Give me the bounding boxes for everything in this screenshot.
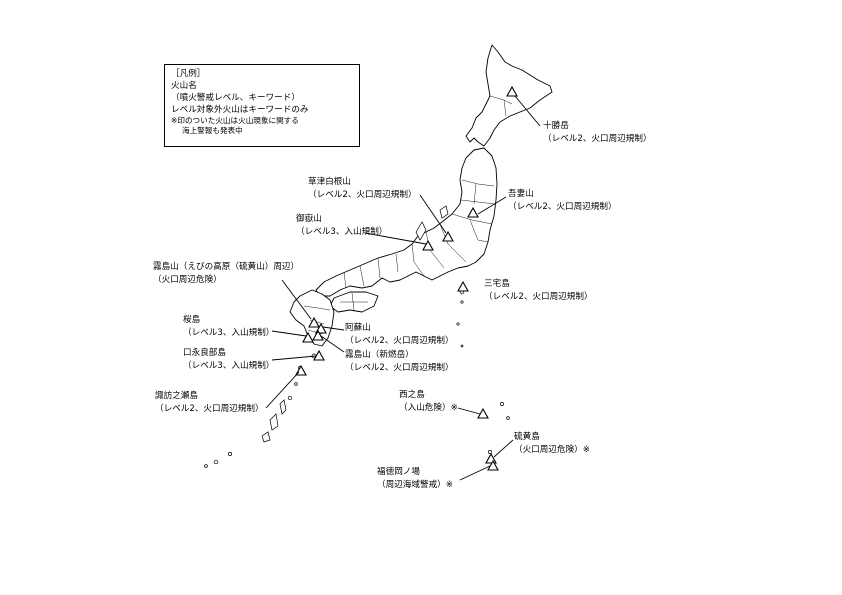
volcano-status: （火口周辺危険） xyxy=(153,274,222,285)
volcano-status: （レベル3、入山規制） xyxy=(296,226,388,237)
volcano-asosan-marker xyxy=(315,322,327,334)
volcano-name: 草津白根山 xyxy=(308,177,351,187)
volcano-label-sakurajima: 桜島 （レベル3、入山規制） xyxy=(183,314,274,339)
volcano-name: 口永良部島 xyxy=(183,348,226,358)
volcano-label-miyakejima: 三宅島 （レベル2、火口周辺規制） xyxy=(484,278,593,303)
volcano-status: （レベル3、入山規制） xyxy=(183,327,275,338)
volcano-kirishima-shinmoe-marker xyxy=(312,329,324,341)
volcano-name: 福徳岡ノ場 xyxy=(377,467,420,477)
volcano-kirishima-ebino-marker xyxy=(308,316,320,328)
legend-line-keyword: レベル対象外火山はキーワードのみ xyxy=(171,105,309,115)
volcano-status: （火口周辺危険）※ xyxy=(514,444,590,455)
legend-line-name: 火山名 xyxy=(171,81,197,91)
volcano-name: 霧島山（えびの高原（硫黄山）周辺） xyxy=(153,262,300,272)
volcano-status: （レベル2、火口周辺規制） xyxy=(345,335,454,346)
volcano-sakurajima-marker xyxy=(302,331,314,343)
volcano-status: （レベル2、火口周辺規制） xyxy=(155,403,264,414)
legend-line-level: （噴火警戒レベル、キーワード） xyxy=(171,93,300,103)
volcano-ontake-marker xyxy=(422,239,434,251)
volcano-name: 桜島 xyxy=(183,315,201,325)
volcano-label-ontake: 御嶽山 （レベル3、入山規制） xyxy=(296,213,387,238)
volcano-miyakejima-marker xyxy=(457,280,469,292)
legend-note: ※印のついた火山は火山現象に関する xyxy=(171,116,299,125)
volcano-name: 阿蘇山 xyxy=(345,323,371,333)
legend-title: ［凡例］ xyxy=(171,69,206,79)
volcano-name: 十勝岳 xyxy=(543,121,569,131)
volcano-status: （レベル2、火口周辺規制） xyxy=(508,201,617,212)
volcano-label-kuchinoerabu: 口永良部島 （レベル3、入山規制） xyxy=(183,347,274,372)
honshu-island xyxy=(315,147,498,297)
kyushu-island xyxy=(289,289,335,347)
volcano-kuchinoerabu-marker xyxy=(313,349,325,361)
volcano-azumayama-marker xyxy=(467,206,479,218)
izu-ogasawara-islands xyxy=(456,289,510,454)
volcano-iwoto-marker xyxy=(485,452,497,464)
volcano-status: （入山危険）※ xyxy=(399,402,458,413)
volcano-status: （レベル3、入山規制） xyxy=(183,360,275,371)
volcano-name: 三宅島 xyxy=(484,279,510,289)
leader-lines xyxy=(265,95,541,481)
volcano-label-kirishima-ebino: 霧島山（えびの高原（硫黄山）周辺） （火口周辺危険） xyxy=(153,261,299,286)
volcano-status: （レベル2、火口周辺規制） xyxy=(345,362,454,373)
volcano-label-asosan: 阿蘇山 （レベル2、火口周辺規制） xyxy=(345,322,454,347)
volcano-name: 硫黄島 xyxy=(514,432,540,442)
volcano-label-nishinoshima: 西之島 （入山危険）※ xyxy=(399,389,458,414)
volcano-fukutoku-marker xyxy=(487,459,499,471)
legend-box: ［凡例］ 火山名 （噴火警戒レベル、キーワード） レベル対象外火山はキーワードの… xyxy=(164,64,360,147)
volcano-name: 諏訪之瀬島 xyxy=(155,391,198,401)
volcano-status: （レベル2、火口周辺規制） xyxy=(308,189,417,200)
volcano-status: （周辺海域警戒）※ xyxy=(377,479,453,490)
volcano-label-iwoto: 硫黄島 （火口周辺危険）※ xyxy=(514,431,590,456)
volcano-label-kirishima-shinmoe: 霧島山（新燃岳） （レベル2、火口周辺規制） xyxy=(345,349,454,374)
legend-note-cont: 海上警報も発表中 xyxy=(182,126,243,135)
volcano-label-tokachidake: 十勝岳 （レベル2、火口周辺規制） xyxy=(543,120,652,145)
volcano-kusatsu-shirane-marker xyxy=(442,230,454,242)
volcano-tokachidake-marker xyxy=(506,85,518,97)
volcano-label-fukutoku: 福徳岡ノ場 （周辺海域警戒）※ xyxy=(377,466,453,491)
volcano-status: （レベル2、火口周辺規制） xyxy=(543,133,652,144)
volcano-name: 西之島 xyxy=(399,390,425,400)
volcano-label-azumayama: 吾妻山 （レベル2、火口周辺規制） xyxy=(508,188,617,213)
volcano-label-suwanosejima: 諏訪之瀬島 （レベル2、火口周辺規制） xyxy=(155,390,264,415)
volcano-name: 吾妻山 xyxy=(508,189,534,199)
volcano-status: （レベル2、火口周辺規制） xyxy=(484,291,593,302)
volcano-name: 霧島山（新燃岳） xyxy=(345,350,414,360)
volcano-nishinoshima-marker xyxy=(477,407,489,419)
volcano-name: 御嶽山 xyxy=(296,214,322,224)
volcano-label-kusatsu-shirane: 草津白根山 （レベル2、火口周辺規制） xyxy=(308,176,417,201)
